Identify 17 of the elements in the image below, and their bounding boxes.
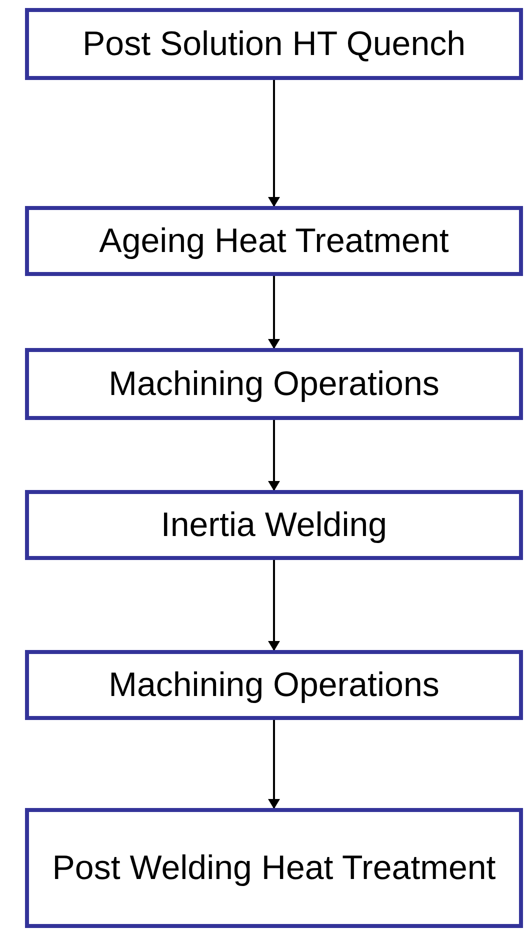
process-box bbox=[25, 490, 523, 560]
box-label: Post Welding Heat Treatment bbox=[52, 848, 496, 889]
process-box bbox=[25, 348, 523, 420]
arrow bbox=[268, 560, 280, 651]
arrow bbox=[268, 276, 280, 349]
process-box bbox=[25, 8, 523, 80]
box-label: Post Solution HT Quench bbox=[82, 24, 466, 65]
box-label: Inertia Welding bbox=[160, 505, 388, 546]
arrow bbox=[268, 720, 280, 809]
process-box bbox=[25, 206, 523, 276]
box-label: Machining Operations bbox=[108, 364, 440, 405]
box-label: Machining Operations bbox=[108, 665, 440, 706]
box-label: Ageing Heat Treatment bbox=[99, 221, 449, 262]
arrow bbox=[268, 80, 280, 207]
process-box bbox=[25, 808, 523, 928]
process-box bbox=[25, 650, 523, 720]
arrow bbox=[268, 420, 280, 491]
